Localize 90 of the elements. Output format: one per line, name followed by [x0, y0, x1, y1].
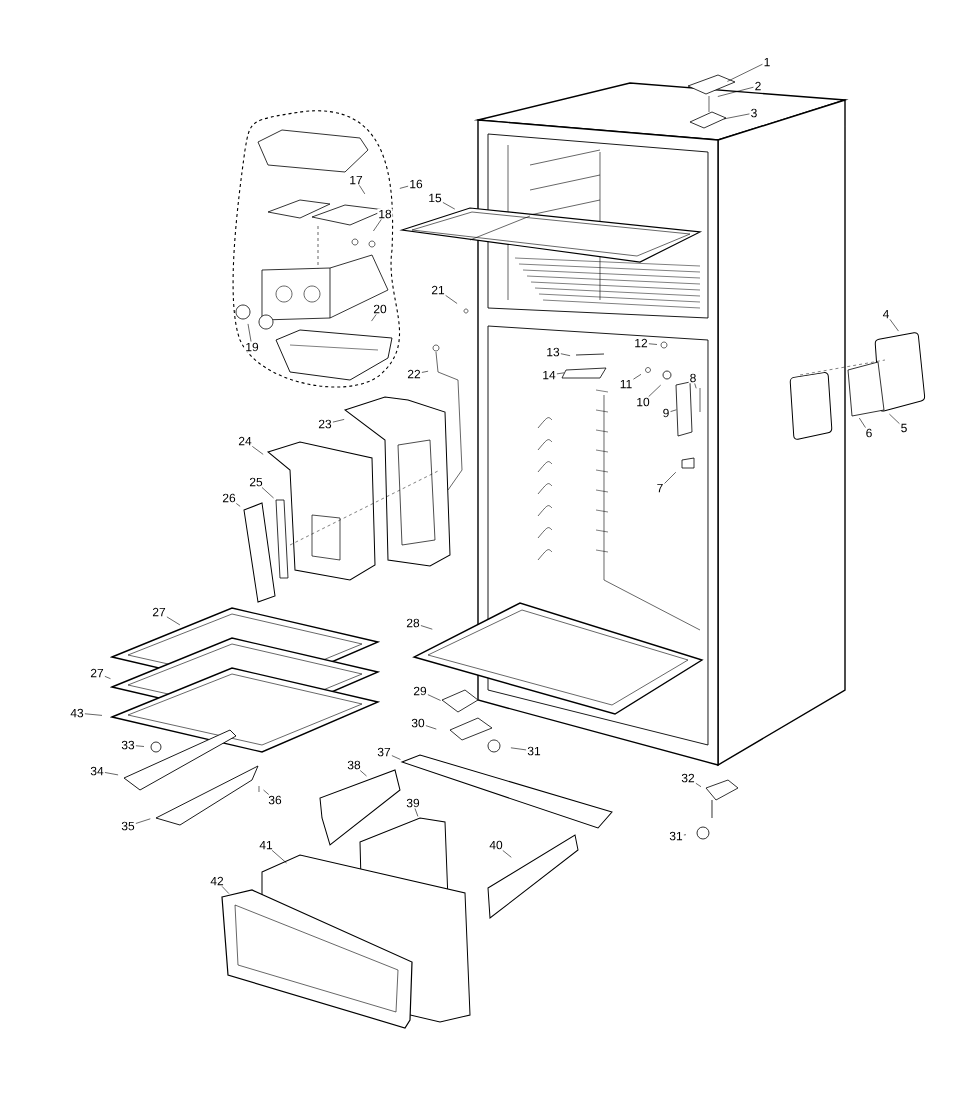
leader-line	[420, 625, 433, 630]
leader-line	[421, 370, 429, 373]
leader-line	[104, 676, 111, 679]
callout-number: 43	[69, 707, 85, 719]
callout-number: 22	[406, 368, 422, 380]
callout-number: 6	[864, 427, 874, 439]
callout-number: 20	[372, 303, 388, 315]
leader-line	[332, 419, 345, 423]
leader-line	[633, 374, 642, 380]
leader-line	[135, 818, 151, 824]
leader-line	[263, 789, 270, 795]
leader-line	[399, 185, 409, 189]
callout-number: 16	[408, 178, 424, 190]
callout-number: 21	[430, 284, 446, 296]
leader-line	[648, 343, 658, 345]
leader-line	[859, 417, 866, 428]
callout-number: 24	[237, 435, 253, 447]
callout-number: 41	[258, 839, 274, 851]
callout-number: 10	[635, 396, 651, 408]
callout-number: 1	[762, 56, 772, 68]
leader-line	[235, 503, 241, 507]
leader-line	[717, 86, 754, 97]
leader-line	[560, 353, 571, 356]
leader-line	[84, 713, 103, 716]
leader-line	[683, 834, 687, 836]
leader-line	[889, 413, 900, 424]
callout-number: 23	[317, 418, 333, 430]
leader-line	[221, 886, 230, 894]
callout-number: 7	[655, 482, 665, 494]
callout-number: 30	[410, 717, 426, 729]
callout-number: 27	[89, 667, 105, 679]
callout-number: 9	[661, 407, 671, 419]
callout-number: 31	[526, 745, 542, 757]
leader-line	[695, 783, 702, 787]
leader-line	[166, 616, 181, 626]
leader-line	[889, 319, 899, 332]
leader-line	[371, 314, 377, 322]
leader-line	[427, 694, 441, 701]
callout-number: 28	[405, 617, 421, 629]
callout-number: 3	[749, 107, 759, 119]
callout-number: 29	[412, 685, 428, 697]
leader-line	[271, 850, 287, 864]
callout-number: 4	[881, 308, 891, 320]
callout-number: 40	[488, 839, 504, 851]
callout-number: 13	[545, 346, 561, 358]
callout-number: 42	[209, 875, 225, 887]
leader-line	[664, 471, 677, 484]
leader-line	[723, 113, 750, 120]
leader-line	[135, 745, 145, 747]
callout-number: 8	[688, 372, 698, 384]
callout-number: 14	[541, 369, 557, 381]
leader-line	[556, 372, 565, 375]
leader-line	[502, 850, 512, 858]
callout-number: 18	[377, 208, 393, 220]
leader-line	[510, 747, 527, 751]
leader-line	[442, 202, 456, 210]
callout-number: 31	[668, 830, 684, 842]
leader-line	[694, 383, 697, 389]
leader-line	[359, 770, 367, 777]
callout-number: 2	[753, 80, 763, 92]
leader-line	[104, 772, 119, 776]
callout-number: 36	[267, 794, 283, 806]
callout-number: 11	[618, 378, 634, 390]
callout-number: 37	[376, 746, 392, 758]
callout-number: 5	[899, 422, 909, 434]
callout-number: 39	[405, 797, 421, 809]
leader-line	[425, 725, 437, 730]
callout-number: 27	[151, 606, 167, 618]
callout-number: 26	[221, 492, 237, 504]
callout-number: 33	[120, 739, 136, 751]
callout-number: 38	[346, 759, 362, 771]
leader-line	[648, 384, 661, 397]
leader-line	[359, 185, 366, 195]
callout-number: 17	[348, 174, 364, 186]
leader-line	[261, 487, 274, 499]
callout-number: 35	[120, 820, 136, 832]
leader-line	[727, 63, 763, 82]
leader-line	[445, 295, 458, 304]
callout-number: 32	[680, 772, 696, 784]
callout-number: 25	[248, 476, 264, 488]
callout-number: 12	[633, 337, 649, 349]
leader-line	[252, 446, 264, 455]
leader-line	[373, 219, 382, 232]
leader-line	[670, 409, 677, 412]
callout-number: 19	[244, 341, 260, 353]
leader-line	[414, 808, 419, 817]
callout-number: 15	[427, 192, 443, 204]
leader-line	[391, 755, 401, 760]
callout-number: 34	[89, 765, 105, 777]
leader-line	[247, 323, 252, 342]
